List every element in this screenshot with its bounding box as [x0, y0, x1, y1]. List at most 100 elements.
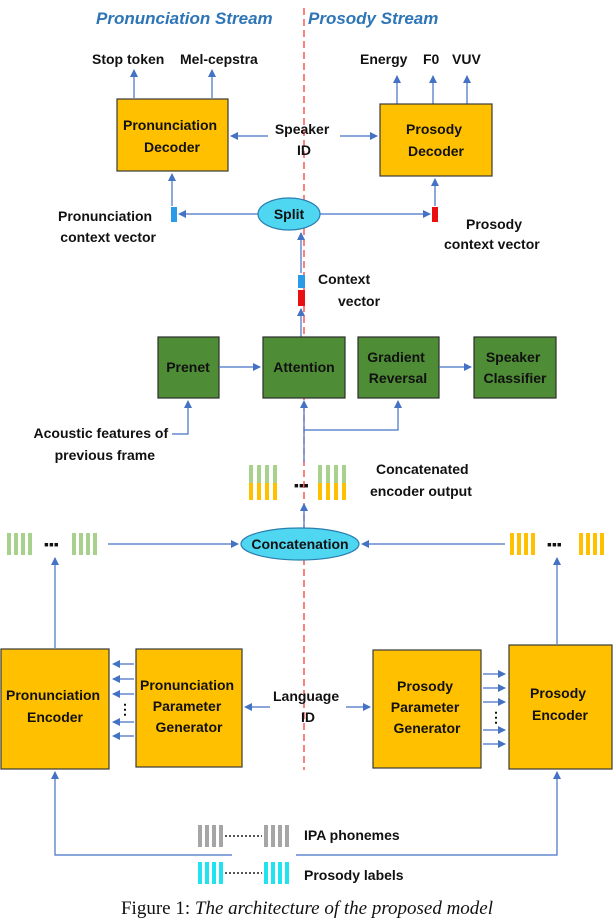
orange-sequence-bar — [586, 533, 590, 555]
pronunciation-parameter-generator-label: Pronunciation Parameter Generator — [140, 677, 238, 735]
prenet-label: Prenet — [166, 359, 210, 375]
orange-sequence-bar — [531, 533, 535, 555]
context-vector-red-segment — [298, 290, 305, 306]
acoustic-to-prenet-arrow — [172, 400, 192, 435]
concatenated-encoder-output-label: Concatenated encoder output — [370, 461, 472, 499]
green-sequence-bar — [28, 533, 32, 555]
prosody-bar — [198, 862, 202, 884]
concat-green-segment — [334, 465, 338, 483]
pronunciation-context-vector-bar — [171, 207, 177, 222]
split-label: Split — [274, 206, 305, 222]
inputs-to-pros-encoder-arrow — [296, 771, 561, 856]
concatenation-label: Concatenation — [251, 536, 348, 552]
prosody-bar — [205, 862, 209, 884]
concat-green-segment — [326, 465, 330, 483]
stop-token-label: Stop token — [92, 51, 164, 67]
context-vector-blue-segment — [298, 275, 305, 288]
acoustic-features-label: Acoustic features of previous frame — [34, 425, 172, 463]
prosody-bar — [212, 862, 216, 884]
ipa-bar — [285, 825, 289, 847]
speaker-classifier-label: Speaker Classifier — [483, 349, 547, 386]
pronunciation-decoder-label: Pronunciation Decoder — [123, 117, 221, 155]
pronunciation-parameter-generator-box — [135, 648, 243, 768]
ipa-bar — [219, 825, 223, 847]
prosody-context-vector-label: Prosody context vector — [444, 216, 540, 252]
concat-orange-segment — [265, 483, 269, 500]
speaker-id-label: Speaker ID — [275, 121, 333, 158]
prosody-parameter-arrows: ⋮ — [483, 670, 506, 748]
pronunciation-stream-header: Pronunciation Stream — [96, 9, 273, 28]
prosody-bar — [278, 862, 282, 884]
encoder-output-to-gradient-reversal-arrow — [304, 400, 402, 431]
concat-orange-segment — [334, 483, 338, 500]
green-sequence-bar — [21, 533, 25, 555]
concat-green-segment — [273, 465, 277, 483]
prosody-encoder-box — [508, 644, 613, 770]
prosody-parameter-generator-box — [372, 649, 482, 769]
prosody-encoder-output-bars — [510, 533, 604, 555]
prosody-label-bars — [198, 862, 289, 884]
ipa-bar — [212, 825, 216, 847]
prosody-bar — [264, 862, 268, 884]
concatenation-ellipse — [240, 527, 360, 561]
attention-box — [262, 336, 346, 399]
ipa-bar — [205, 825, 209, 847]
orange-seq-ellipsis: ▪▪▪ — [547, 536, 562, 552]
pronunciation-context-vector-label: Pronunciation context vector — [58, 208, 157, 245]
green-sequence-bar — [72, 533, 76, 555]
ipa-phonemes-label: IPA phonemes — [304, 827, 400, 843]
language-id-label: Language ID — [273, 688, 343, 725]
gradient-reversal-label: Gradient Reversal — [367, 349, 428, 386]
context-vector-label: Context vector — [318, 271, 381, 309]
energy-label: Energy — [360, 51, 408, 67]
prosody-bar — [271, 862, 275, 884]
green-seq-ellipsis: ▪▪▪ — [44, 536, 59, 552]
concat-green-segment — [257, 465, 261, 483]
orange-sequence-bar — [524, 533, 528, 555]
concat-green-segment — [318, 465, 322, 483]
prosody-bar — [285, 862, 289, 884]
green-sequence-bar — [86, 533, 90, 555]
vuv-label: VUV — [452, 51, 481, 67]
f0-label: F0 — [423, 51, 440, 67]
pronunciation-parameter-arrows: ⋮ — [112, 660, 134, 740]
concat-green-segment — [249, 465, 253, 483]
concat-orange-segment — [326, 483, 330, 500]
concatenated-encoder-output-bars — [249, 465, 346, 500]
param-dots: ⋮ — [118, 701, 132, 717]
ipa-bar — [278, 825, 282, 847]
concat-green-segment — [342, 465, 346, 483]
green-sequence-bar — [7, 533, 11, 555]
pronunciation-encoder-box — [0, 648, 110, 770]
prenet-box — [157, 336, 220, 399]
ipa-bar — [198, 825, 202, 847]
concat-ellipsis: ▪▪▪ — [294, 477, 309, 493]
prosody-stream-header: Prosody Stream — [308, 9, 438, 28]
green-sequence-bar — [14, 533, 18, 555]
prosody-bar — [219, 862, 223, 884]
prosody-decoder-box — [379, 103, 493, 177]
orange-sequence-bar — [517, 533, 521, 555]
orange-sequence-bar — [600, 533, 604, 555]
green-sequence-bar — [93, 533, 97, 555]
prosody-context-vector-bar — [432, 207, 438, 222]
pronunciation-decoder-box — [116, 98, 229, 172]
figure-caption: Figure 1: The architecture of the propos… — [121, 898, 493, 918]
concat-orange-segment — [273, 483, 277, 500]
concat-green-segment — [265, 465, 269, 483]
param-dots: ⋮ — [489, 709, 503, 725]
concat-orange-segment — [249, 483, 253, 500]
mel-cepstra-label: Mel-cepstra — [180, 51, 258, 67]
ipa-bar — [264, 825, 268, 847]
orange-sequence-bar — [579, 533, 583, 555]
prosody-parameter-generator-label: Prosody Parameter Generator — [391, 678, 463, 736]
ipa-bar — [271, 825, 275, 847]
orange-sequence-bar — [510, 533, 514, 555]
pronunciation-encoder-label: Pronunciation Encoder — [6, 687, 104, 725]
pronunciation-encoder-output-bars — [7, 533, 97, 555]
inputs-to-pron-encoder-arrow — [51, 771, 232, 856]
concat-orange-segment — [257, 483, 261, 500]
prosody-decoder-label: Prosody Decoder — [406, 121, 466, 159]
gradient-reversal-box — [357, 336, 440, 399]
